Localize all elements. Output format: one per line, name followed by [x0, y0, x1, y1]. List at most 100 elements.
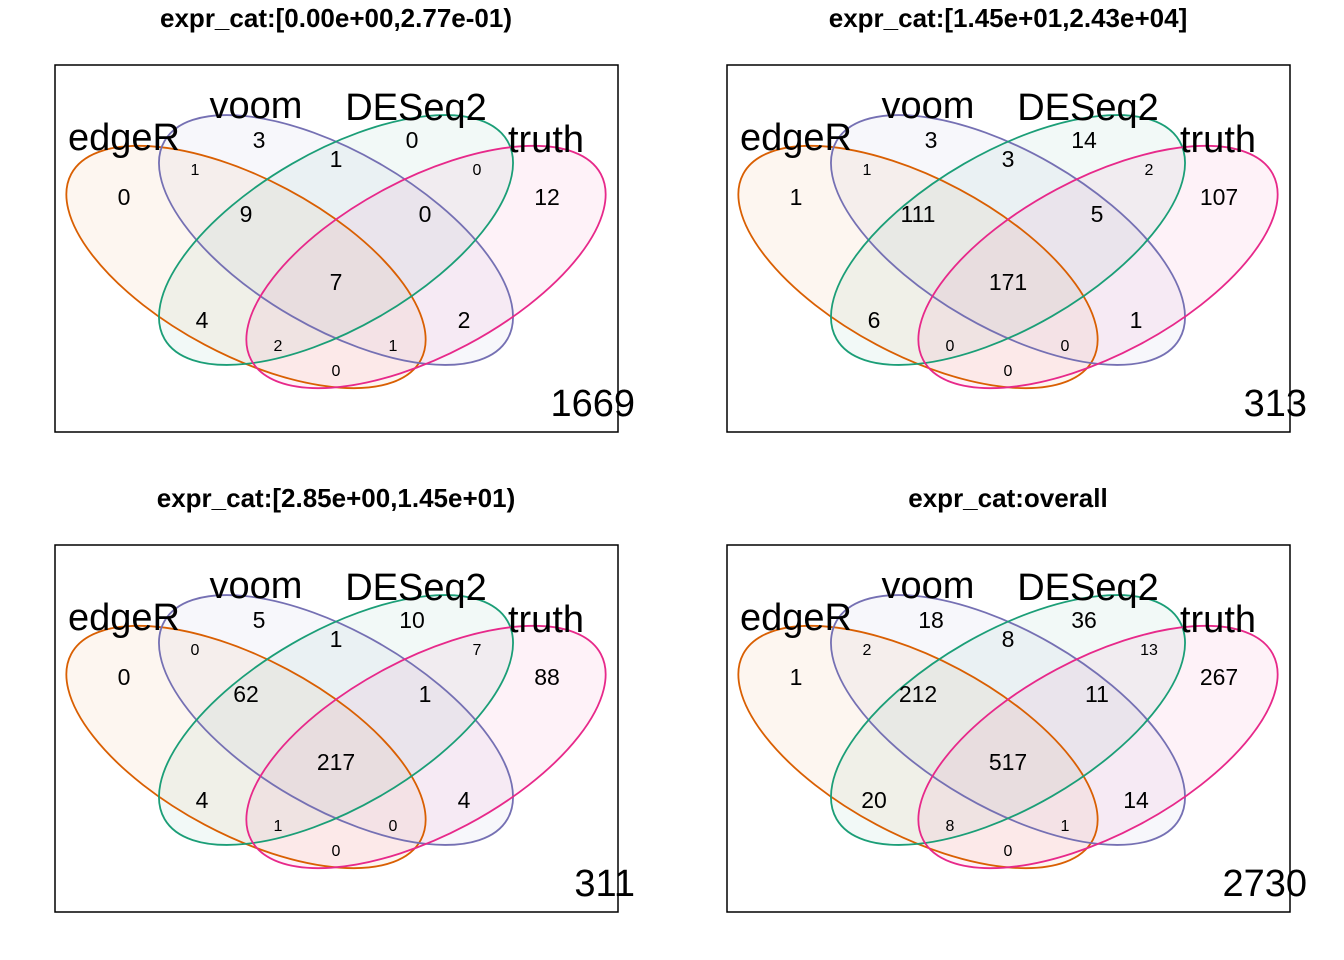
region-count-edger-truth: 0 — [332, 363, 341, 380]
region-count-edger-deseq2-truth: 1 — [274, 818, 283, 835]
panel-frame — [54, 64, 619, 433]
region-count-truth-only: 88 — [534, 664, 560, 690]
region-count-voom-truth: 1 — [1130, 307, 1143, 333]
region-count-deseq2-only: 10 — [399, 607, 425, 633]
region-count-edger-voom: 0 — [191, 642, 200, 659]
region-count-voom-deseq2-truth: 11 — [1085, 681, 1109, 707]
set-outline-edger — [737, 624, 1099, 870]
set-label-edger: edgeR — [68, 117, 180, 159]
set-label-voom: voom — [882, 85, 975, 127]
region-count-edger-voom-deseq2-truth: 517 — [989, 749, 1027, 775]
region-count-truth-only: 267 — [1200, 664, 1238, 690]
region-count-edger-only: 1 — [790, 664, 803, 690]
region-count-edger-deseq2: 20 — [861, 787, 887, 813]
region-count-voom-deseq2: 1 — [330, 626, 343, 652]
set-fill-edger — [66, 145, 426, 389]
region-count-edger-voom-deseq2: 9 — [240, 201, 253, 227]
region-count-edger-voom-deseq2-truth: 7 — [330, 269, 343, 295]
region-count-edger-only: 1 — [790, 184, 803, 210]
set-fill-deseq2 — [158, 595, 514, 845]
region-count-deseq2-only: 14 — [1071, 127, 1097, 153]
region-count-edger-voom-deseq2-truth: 217 — [317, 749, 355, 775]
set-label-voom: voom — [210, 85, 303, 127]
region-count-edger-voom-truth: 0 — [1061, 338, 1070, 355]
region-count-voom-truth: 14 — [1123, 787, 1149, 813]
region-count-edger-voom-deseq2: 212 — [899, 681, 937, 707]
region-count-deseq2-only: 36 — [1071, 607, 1097, 633]
set-outline-voom — [830, 114, 1186, 366]
region-count-voom-truth: 4 — [458, 787, 471, 813]
set-label-edger: edgeR — [740, 597, 852, 639]
set-outline-truth — [917, 624, 1279, 870]
region-count-edger-deseq2-truth: 2 — [274, 338, 283, 355]
set-fill-edger — [66, 625, 426, 869]
set-label-truth: truth — [1180, 119, 1256, 161]
panel-frame — [726, 544, 1291, 913]
set-fill-deseq2 — [830, 115, 1186, 365]
set-fill-truth — [246, 625, 606, 869]
set-fill-deseq2 — [830, 595, 1186, 845]
set-outline-edger — [65, 624, 427, 870]
set-fill-voom — [158, 595, 514, 845]
set-fill-voom — [830, 595, 1186, 845]
region-count-deseq2-truth: 0 — [473, 162, 482, 179]
region-count-edger-deseq2: 6 — [868, 307, 881, 333]
set-fill-truth — [246, 145, 606, 389]
region-count-deseq2-truth: 2 — [1145, 162, 1154, 179]
region-count-edger-voom-truth: 1 — [389, 338, 398, 355]
panel-title: expr_cat:[0.00e+00,2.77e-01) — [160, 3, 512, 33]
region-count-voom-deseq2: 8 — [1002, 626, 1015, 652]
region-count-voom-only: 18 — [918, 607, 944, 633]
set-fill-truth — [918, 145, 1278, 389]
set-outline-voom — [158, 114, 514, 366]
region-count-edger-truth: 0 — [1004, 843, 1013, 860]
region-count-voom-deseq2-truth: 5 — [1091, 201, 1104, 227]
region-count-voom-only: 5 — [253, 607, 266, 633]
region-count-voom-truth: 2 — [458, 307, 471, 333]
panel-frame — [54, 544, 619, 913]
set-label-edger: edgeR — [68, 597, 180, 639]
set-fill-voom — [830, 115, 1186, 365]
set-outline-deseq2 — [158, 114, 514, 366]
region-count-edger-deseq2-truth: 8 — [946, 818, 955, 835]
set-fill-deseq2 — [158, 115, 514, 365]
region-count-deseq2-truth: 13 — [1140, 642, 1158, 659]
region-count-voom-deseq2: 1 — [330, 146, 343, 172]
set-label-deseq2: DESeq2 — [345, 567, 487, 609]
outside-count: 1669 — [550, 383, 635, 425]
panel-title: expr_cat:[1.45e+01,2.43e+04] — [829, 3, 1188, 33]
region-count-edger-voom: 1 — [863, 162, 872, 179]
region-count-edger-voom: 2 — [863, 642, 872, 659]
region-count-edger-voom-truth: 0 — [389, 818, 398, 835]
panel-title: expr_cat:overall — [908, 483, 1107, 513]
set-outline-edger — [737, 144, 1099, 390]
set-label-truth: truth — [508, 599, 584, 641]
region-count-truth-only: 107 — [1200, 184, 1238, 210]
set-outline-voom — [158, 594, 514, 846]
outside-count: 2730 — [1222, 863, 1307, 905]
region-count-edger-voom-deseq2: 111 — [901, 201, 936, 227]
panel-title: expr_cat:[2.85e+00,1.45e+01) — [157, 483, 516, 513]
region-count-deseq2-only: 0 — [406, 127, 419, 153]
region-count-edger-truth: 0 — [332, 843, 341, 860]
region-count-edger-only: 0 — [118, 664, 131, 690]
set-label-deseq2: DESeq2 — [1017, 567, 1159, 609]
region-count-voom-deseq2-truth: 0 — [419, 201, 432, 227]
region-count-edger-deseq2: 4 — [196, 787, 209, 813]
outside-count: 313 — [1244, 383, 1307, 425]
set-fill-edger — [738, 625, 1098, 869]
region-count-truth-only: 12 — [534, 184, 560, 210]
region-count-voom-deseq2-truth: 1 — [419, 681, 432, 707]
set-label-truth: truth — [1180, 599, 1256, 641]
set-fill-voom — [158, 115, 514, 365]
set-outline-deseq2 — [158, 594, 514, 846]
outside-count: 311 — [574, 863, 635, 905]
region-count-edger-deseq2: 4 — [196, 307, 209, 333]
